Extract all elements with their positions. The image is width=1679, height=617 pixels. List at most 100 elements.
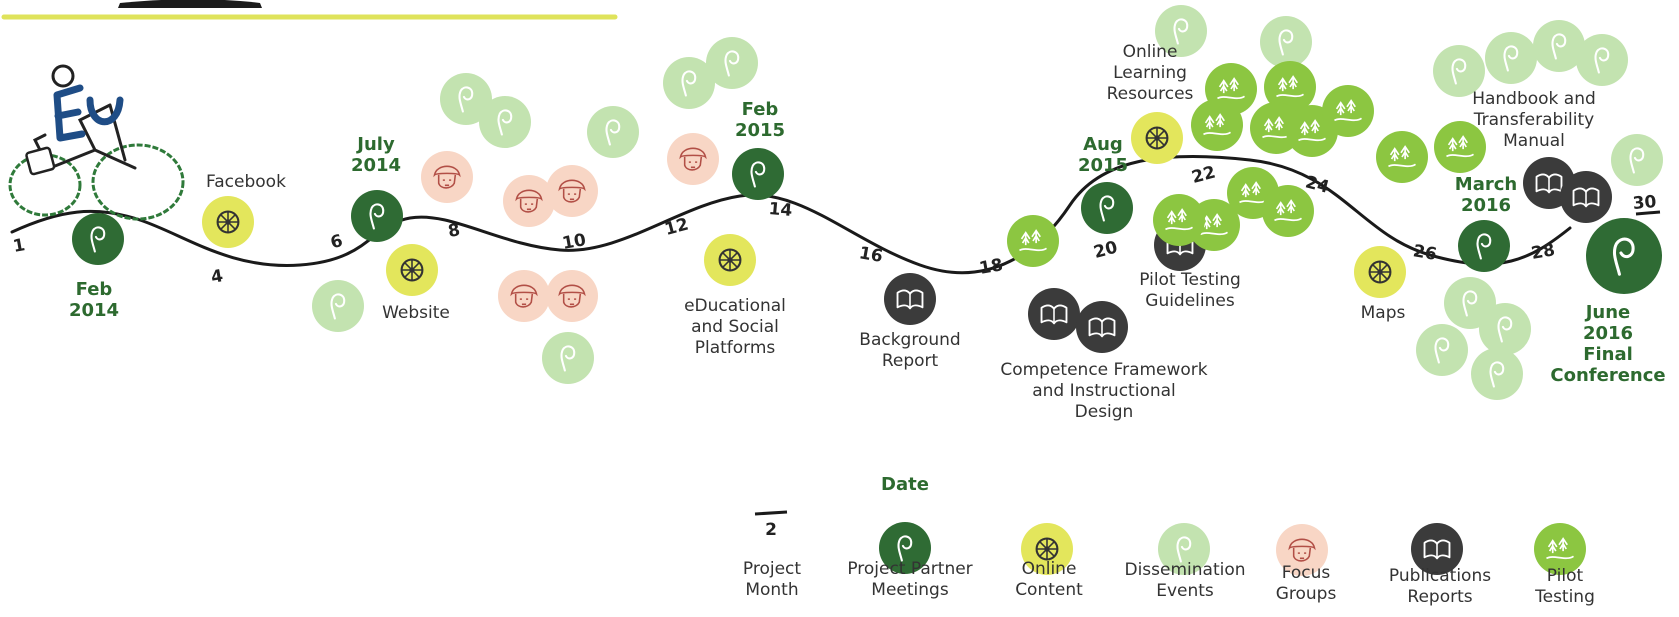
dissemination-pin-icon <box>1471 348 1523 400</box>
month-number: 8 <box>447 220 462 242</box>
online-wheel-icon <box>1021 523 1073 575</box>
dissemination-pin-icon <box>587 106 639 158</box>
dissemination-pin-icon <box>440 73 492 125</box>
online-wheel-icon <box>386 244 438 296</box>
legend-dissemination-label-line: Events <box>1156 581 1214 601</box>
month-number: 10 <box>561 230 588 254</box>
dissemination-pin-icon <box>663 57 715 109</box>
meeting-date-label-line: 2014 <box>351 155 401 176</box>
label-pilot-guidelines-line: Guidelines <box>1145 291 1235 311</box>
focus-group-face-icon <box>546 165 598 217</box>
label-handbook-line: Handbook and <box>1472 89 1596 109</box>
meeting-date-label-line: 2016 <box>1583 323 1633 344</box>
meeting-pin-icon <box>1081 182 1133 234</box>
label-online-learning-line: Learning <box>1113 63 1187 83</box>
focus-group-face-icon <box>421 151 473 203</box>
month-number: 26 <box>1411 241 1438 265</box>
meeting-pin-icon <box>1586 218 1662 294</box>
label-handbook-line: Manual <box>1503 131 1565 151</box>
month-number: 20 <box>1092 237 1120 262</box>
online-wheel-icon <box>704 234 756 286</box>
month-number: 1 <box>12 235 27 257</box>
label-pilot-guidelines-line: Pilot Testing <box>1139 270 1241 290</box>
label-background-line: Report <box>882 351 939 371</box>
legend-pilot-label-line: Pilot <box>1547 566 1584 586</box>
month-number: 18 <box>978 255 1005 279</box>
month-number: 6 <box>328 231 345 253</box>
online-wheel-icon <box>1354 246 1406 298</box>
focus-group-face-icon <box>667 133 719 185</box>
label-website-line: Website <box>382 303 450 323</box>
legend-publication-label-line: Publications <box>1389 566 1491 586</box>
cyclist-logo <box>8 64 185 221</box>
dissemination-pin-icon <box>1485 32 1537 84</box>
label-facebook-line: Facebook <box>206 172 286 192</box>
meeting-date-label-line: June <box>1584 302 1631 323</box>
label-handbook-line: Transferability <box>1473 110 1594 130</box>
label-competence-line: and Instructional <box>1032 381 1176 401</box>
focus-group-face-icon <box>1276 524 1328 576</box>
legend-meeting-label-line: Meetings <box>871 580 949 600</box>
month-number: 4 <box>210 266 225 288</box>
legend-focus-label-line: Groups <box>1276 584 1337 604</box>
online-wheel-icon <box>202 196 254 248</box>
month-marker <box>1635 210 1661 216</box>
month-number: 16 <box>857 243 884 267</box>
month-number: 12 <box>663 214 691 239</box>
dissemination-pin-icon <box>1158 523 1210 575</box>
meeting-date-label-line: 2016 <box>1461 195 1511 216</box>
month-number: 28 <box>1530 240 1557 264</box>
dissemination-pin-icon <box>1416 324 1468 376</box>
pilot-trees-icon <box>1376 131 1428 183</box>
dissemination-pin-icon <box>1479 303 1531 355</box>
focus-group-face-icon <box>546 270 598 322</box>
label-online-learning-line: Resources <box>1107 84 1194 104</box>
dissemination-pin-icon <box>1576 34 1628 86</box>
meeting-pin-icon <box>72 213 124 265</box>
month-number: 22 <box>1190 162 1218 187</box>
legend-meeting-label-line: Project Partner <box>847 559 972 579</box>
dissemination-pin-icon <box>1533 20 1585 72</box>
month-number: 30 <box>1632 192 1657 214</box>
legend-publication-label-line: Reports <box>1407 587 1472 607</box>
pilot-trees-icon <box>1534 523 1586 575</box>
focus-group-face-icon <box>498 270 550 322</box>
pilot-trees-icon <box>1007 215 1059 267</box>
legend-online-label-line: Content <box>1015 580 1083 600</box>
title-fragment <box>118 0 262 8</box>
meeting-date-label-line: 2015 <box>1078 155 1128 176</box>
pilot-trees-icon <box>1153 194 1205 246</box>
meeting-date-label-line: Feb <box>742 99 779 120</box>
meeting-date-label-line: March <box>1455 174 1517 195</box>
meeting-pin-icon <box>879 522 931 574</box>
legend-month-label-line: Month <box>745 580 798 600</box>
pilot-trees-icon <box>1191 99 1243 151</box>
book-icon <box>884 273 936 325</box>
label-educational-line: eDucational <box>684 296 786 316</box>
meeting-pin-icon <box>1458 220 1510 272</box>
meeting-date-label-line: Conference <box>1550 365 1665 386</box>
book-icon <box>1028 288 1080 340</box>
label-competence-line: Competence Framework <box>1000 360 1207 380</box>
meeting-pin-icon <box>351 190 403 242</box>
dissemination-pin-icon <box>1433 45 1485 97</box>
meeting-pin-icon <box>732 148 784 200</box>
dissemination-pin-icon <box>312 280 364 332</box>
meeting-date-label-line: 2015 <box>735 120 785 141</box>
dissemination-pin-icon <box>542 332 594 384</box>
legend-pilot-label-line: Testing <box>1534 587 1595 607</box>
label-educational-line: Platforms <box>695 338 776 358</box>
legend-online-label-line: Online <box>1022 559 1077 579</box>
dissemination-pin-icon <box>1260 16 1312 68</box>
label-educational-line: and Social <box>691 317 779 337</box>
legend-focus-label-line: Focus <box>1282 563 1331 583</box>
book-icon <box>1411 523 1463 575</box>
meeting-date-label-line: Feb <box>76 279 113 300</box>
legend-month-label-line: Project <box>743 559 801 579</box>
meeting-date-label-line: July <box>355 134 395 155</box>
meeting-date-label-line: Final <box>1583 344 1633 365</box>
dissemination-pin-icon <box>706 37 758 89</box>
legend-month-marker-icon <box>754 510 788 516</box>
label-competence-line: Design <box>1075 402 1134 422</box>
focus-group-face-icon <box>503 175 555 227</box>
